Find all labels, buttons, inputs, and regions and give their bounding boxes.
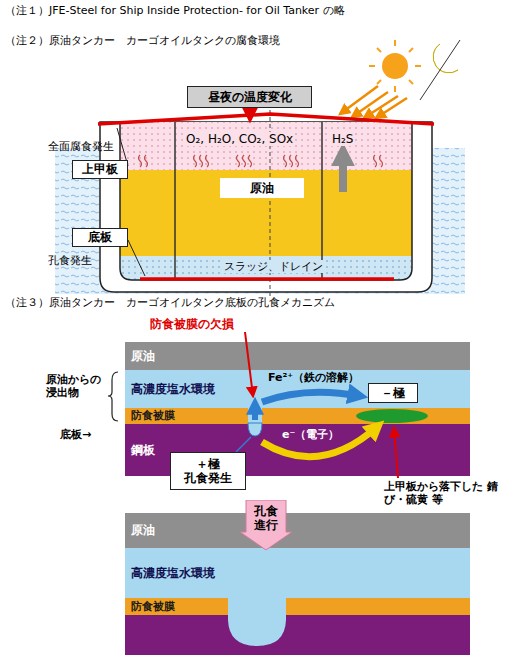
inner-hull (120, 122, 412, 280)
node-text: 防食被膜 (131, 600, 175, 613)
coating-layer (125, 598, 470, 615)
note: （注２）原油タンカー カーゴオイルタンクの腐食環境 (5, 34, 280, 47)
pole-box: －極 (368, 383, 418, 403)
heat-arrow (249, 108, 252, 120)
annotation: 原油からの 浸出物 (46, 373, 108, 399)
node-text: 孔食 進行 (252, 504, 280, 533)
arrow-outline (240, 500, 292, 550)
node-text: 原油 (131, 523, 155, 537)
leader-line (117, 128, 145, 276)
process-arrow: 孔食 進行 (240, 500, 292, 550)
layer-band: 防食被膜 (125, 408, 470, 424)
annotation: 孔食発生 (48, 254, 92, 267)
part-label-box: 底板 (72, 228, 128, 247)
node-text: 孔食発生 (184, 471, 232, 485)
rust-sulfur-deposit (356, 409, 428, 423)
dissolution-arrow (252, 404, 258, 420)
electron-arrow (262, 426, 378, 457)
node-text: 高濃度塩水環境 (131, 382, 215, 396)
gas-label: O₂, H₂O, CO₂, SOx (184, 132, 295, 146)
bracket (108, 372, 118, 421)
node-text: 底板 (88, 230, 112, 244)
sun (369, 40, 421, 92)
node-text: 防食被膜 (131, 409, 175, 422)
pole-box: ＋極孔食発生 (170, 452, 246, 490)
content-box: 原油 (220, 178, 304, 198)
pit (228, 598, 286, 646)
upper-deck (98, 114, 434, 124)
title-box: 昼夜の温度変化 (187, 86, 312, 108)
steel-layer (125, 615, 470, 655)
node-text: 昼夜の温度変化 (208, 90, 292, 104)
brine-layer (125, 548, 470, 598)
oil-layer (125, 513, 470, 548)
leader-line (236, 437, 251, 452)
node-text: ＋極 (196, 457, 220, 471)
callout: 防食被膜の欠損 (150, 317, 234, 331)
oil-layer (125, 342, 470, 370)
h2s-arrow (339, 152, 347, 192)
node-text: 上甲板 (82, 162, 118, 176)
callout: 上甲板から落下した 錆び・硫黄 等 (384, 480, 502, 506)
bulkhead (175, 122, 322, 280)
sun-rays (340, 86, 407, 118)
note: （注１）JFE-Steel for Ship Inside Protection… (5, 4, 345, 17)
layer-band: 高濃度塩水環境 (125, 548, 470, 598)
leader-arrow (394, 428, 398, 478)
brine-layer (125, 370, 470, 408)
annotation: 全面腐食発生 (48, 140, 114, 153)
node-text: 原油 (250, 181, 274, 195)
node-text: 鋼板 (131, 443, 155, 457)
divider-line (420, 40, 460, 100)
node-text: －極 (381, 386, 405, 400)
leader-arrow (245, 332, 253, 396)
tank-contents (118, 118, 418, 286)
annotation: 底板→ (60, 428, 91, 441)
node-text: 高濃度塩水環境 (131, 566, 215, 580)
reaction-label: e⁻（電子） (282, 428, 339, 441)
content-label: スラッジ、ドレイン (222, 260, 325, 273)
part-label-box: 上甲板 (72, 160, 128, 179)
gas-label: H₂S (330, 132, 355, 146)
layer-band: 防食被膜 (125, 598, 470, 615)
node-text: 原油 (131, 349, 155, 363)
bottom-plate (140, 277, 394, 281)
reaction-label: Fe²⁺（鉄の溶解） (268, 371, 359, 384)
coating-layer (125, 408, 470, 424)
layer-band: 原油 (125, 513, 470, 548)
layer-band: 原油 (125, 342, 470, 370)
fe-ion-arrow (262, 392, 360, 402)
note: （注３）原油タンカー カーゴオイルタンク底板の孔食メカニズム (5, 296, 335, 309)
pit (248, 423, 262, 436)
